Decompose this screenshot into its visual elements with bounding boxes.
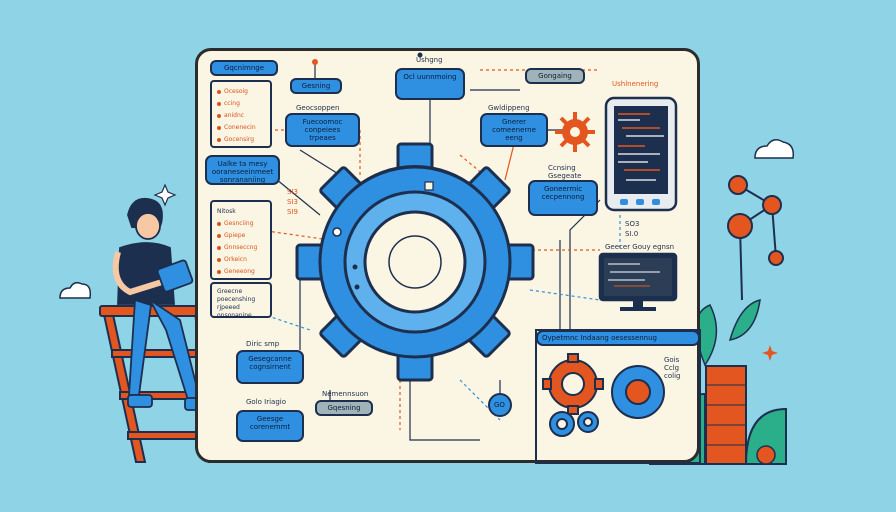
sidebar-mid: Nitosk Gesnciing Gpiepe Gnnseccng Orkeic…	[210, 200, 272, 280]
molecule-icon	[727, 175, 784, 301]
panel-title: Oypetmnc Indaang oesessennug	[536, 330, 700, 346]
sidebar-top: Ocesoig ccing anidnc Conenecin Gocensirg	[210, 80, 272, 148]
gear-icon	[295, 142, 535, 382]
gear-icon	[542, 353, 604, 415]
list-item: anidnc	[217, 110, 265, 122]
sidebar-mid-title: Nitosk	[217, 208, 236, 215]
label-right: Ccnsing Gsegeate	[548, 164, 582, 180]
list-item: ccing	[217, 98, 265, 110]
label-top-right: Ushlnenering	[612, 80, 659, 88]
sparkle-icon	[153, 183, 177, 207]
box-left: Fuecoomoc conpeiees trpeaes	[285, 113, 360, 147]
box-center-right: Gnerer comeenerne eeng	[480, 113, 548, 147]
code-device-icon	[604, 96, 678, 212]
person-icon	[112, 197, 214, 411]
gear-icon	[549, 411, 575, 437]
panel-note: Gois Cclg colig	[664, 356, 681, 380]
monitor-icon	[598, 252, 678, 311]
pill-bottom-center: Gqesning	[315, 400, 373, 416]
box-bottom-left2: Geesge corenemmt	[236, 410, 304, 442]
list-item: Conenecin	[217, 122, 265, 134]
number-left-1: SI3	[287, 188, 298, 196]
monitor-caption: Geecer Gouy egnsn	[605, 243, 675, 251]
label-bottom-left: Diric smp	[246, 340, 280, 348]
list-item: Orkeicn	[217, 254, 265, 266]
label-bottom-left2: Golo Iriagio	[246, 398, 287, 406]
label-left: Geocsoppen	[296, 104, 340, 112]
cloud-icon	[754, 139, 795, 159]
number-left-2: SI3	[287, 198, 298, 206]
list-item: Ocesoig	[217, 86, 265, 98]
list-item: Gpiepe	[217, 230, 265, 242]
gear-icon	[577, 411, 599, 433]
list-item: Gocensirg	[217, 134, 265, 146]
circle-node-label: GO	[494, 401, 505, 409]
pill-top-a: Gesning	[290, 78, 342, 94]
list-item: Gnnseccng	[217, 242, 265, 254]
label-center-right: Gwldippeng	[488, 104, 530, 112]
box-bottom-left: Gesegcanne cognsirnent	[236, 350, 304, 384]
label-top-center: Ushgng	[416, 56, 443, 64]
list-item: Geneeong	[217, 266, 265, 278]
sparkle-icon	[762, 345, 778, 361]
box-top-center: Ocl uunnmoing	[395, 68, 465, 100]
circle-node-shape	[488, 393, 512, 417]
label-bottom-center: Nemennsuon	[322, 390, 369, 398]
tag-top-left: Gqcnimnge	[210, 60, 278, 76]
box-mid-left: Ualke ta mesy ooraneseeinmeet sonrananii…	[205, 155, 280, 185]
number-left-3: SI9	[287, 208, 298, 216]
pill-top-right: Gongaing	[525, 68, 585, 84]
cloud-icon	[59, 281, 92, 299]
tablet-icon	[156, 259, 194, 293]
list-item: Gesnciing	[217, 218, 265, 230]
sun-gear-icon	[555, 112, 595, 152]
gear-icon	[611, 365, 665, 419]
number-right-2: SI.0	[625, 230, 639, 238]
sidebar-bottom: Greecne poecenshing rjpeeed onsonanine	[210, 282, 272, 319]
box-right: Goneermic cecpennong	[528, 180, 598, 216]
number-right-1: SO3	[625, 220, 640, 228]
